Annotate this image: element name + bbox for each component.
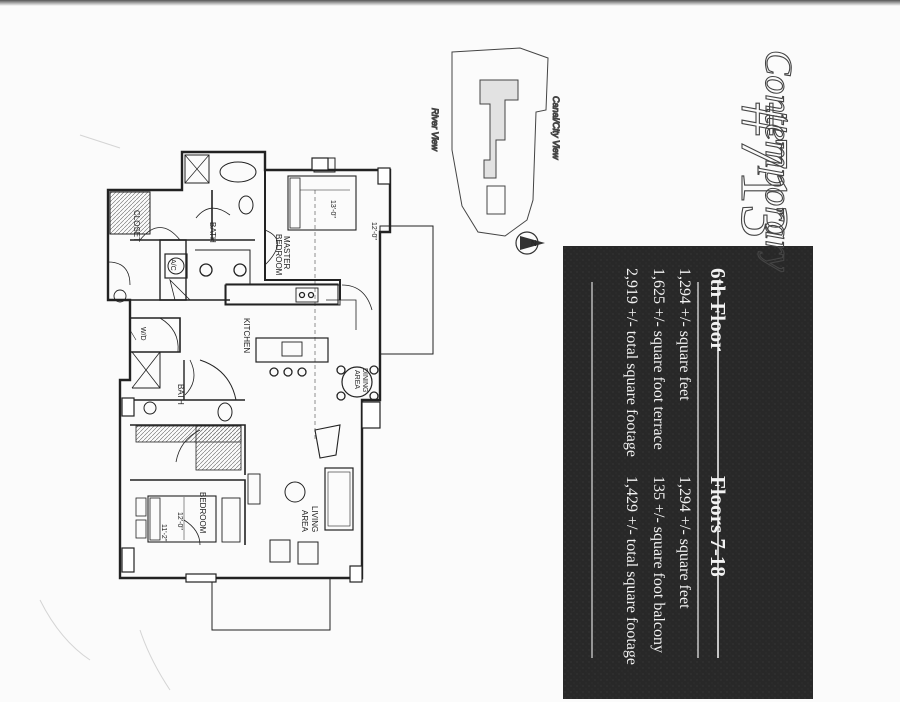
label-master-dim-h: 12'-0"	[370, 222, 377, 240]
label-master-dim-w: 13'-0"	[329, 200, 336, 218]
panel-floors-heading: Floors 7-18	[706, 476, 730, 577]
label-master-1: MASTER	[282, 236, 291, 270]
unit-title: Contemporary #713	[726, 49, 803, 272]
panel-6th-floor-heading: 6th Floor	[706, 268, 730, 351]
label-living-1: LIVING	[310, 506, 319, 532]
panel-floors-sqft: 1,294 +/- square feet	[676, 476, 693, 609]
key-plan: Canal/City View River View	[430, 47, 562, 237]
label-kitchen: KITCHEN	[242, 318, 251, 353]
floor-plan	[106, 150, 434, 631]
scan-marks	[39, 134, 171, 691]
label-dining-1: DINING	[361, 368, 368, 393]
label-master-bath: BATH	[208, 222, 217, 243]
label-ac: A/C	[169, 259, 176, 271]
label-living-2: AREA	[300, 510, 309, 532]
terrace-outline	[379, 225, 434, 355]
panel-floors-balcony: 135 +/- square foot balcony	[650, 476, 667, 653]
label-closet: CLOSET	[132, 210, 141, 242]
label-wd: W/D	[139, 327, 146, 341]
label-bedroom-dim-h: 11'-2"	[160, 524, 167, 542]
title-number: #713	[727, 102, 803, 238]
label-master-2: BEDROOM	[274, 234, 283, 276]
label-bath: BATH	[176, 384, 185, 405]
room-labels: CLOSET BATH MASTER BEDROOM 13'-0" 12'-0"…	[132, 200, 377, 542]
panel-6th-floor-sqft: 1,294 +/- square feet	[676, 268, 693, 401]
compass-north-label: N	[531, 239, 537, 248]
label-bedroom: BEDROOM	[198, 492, 207, 534]
scan-edge	[0, 0, 900, 6]
balcony-outline	[211, 577, 331, 631]
panel-6th-floor-terrace: 1,625 +/- square foot terrace	[650, 268, 667, 450]
label-bedroom-dim-w: 12'-0"	[176, 512, 183, 530]
title-script: Contemporary	[757, 50, 799, 272]
info-panel: 6th Floor 1,294 +/- square feet 1,625 +/…	[563, 246, 813, 699]
view-label-canal: Canal/City View	[551, 96, 561, 160]
panel-6th-floor-total: 2,919 +/- total square footage	[623, 268, 640, 457]
label-dining-2: AREA	[353, 370, 360, 389]
view-label-river: River View	[430, 108, 440, 151]
panel-floors-total: 1,429 +/- total square footage	[623, 476, 640, 665]
compass-icon: N	[515, 231, 545, 255]
